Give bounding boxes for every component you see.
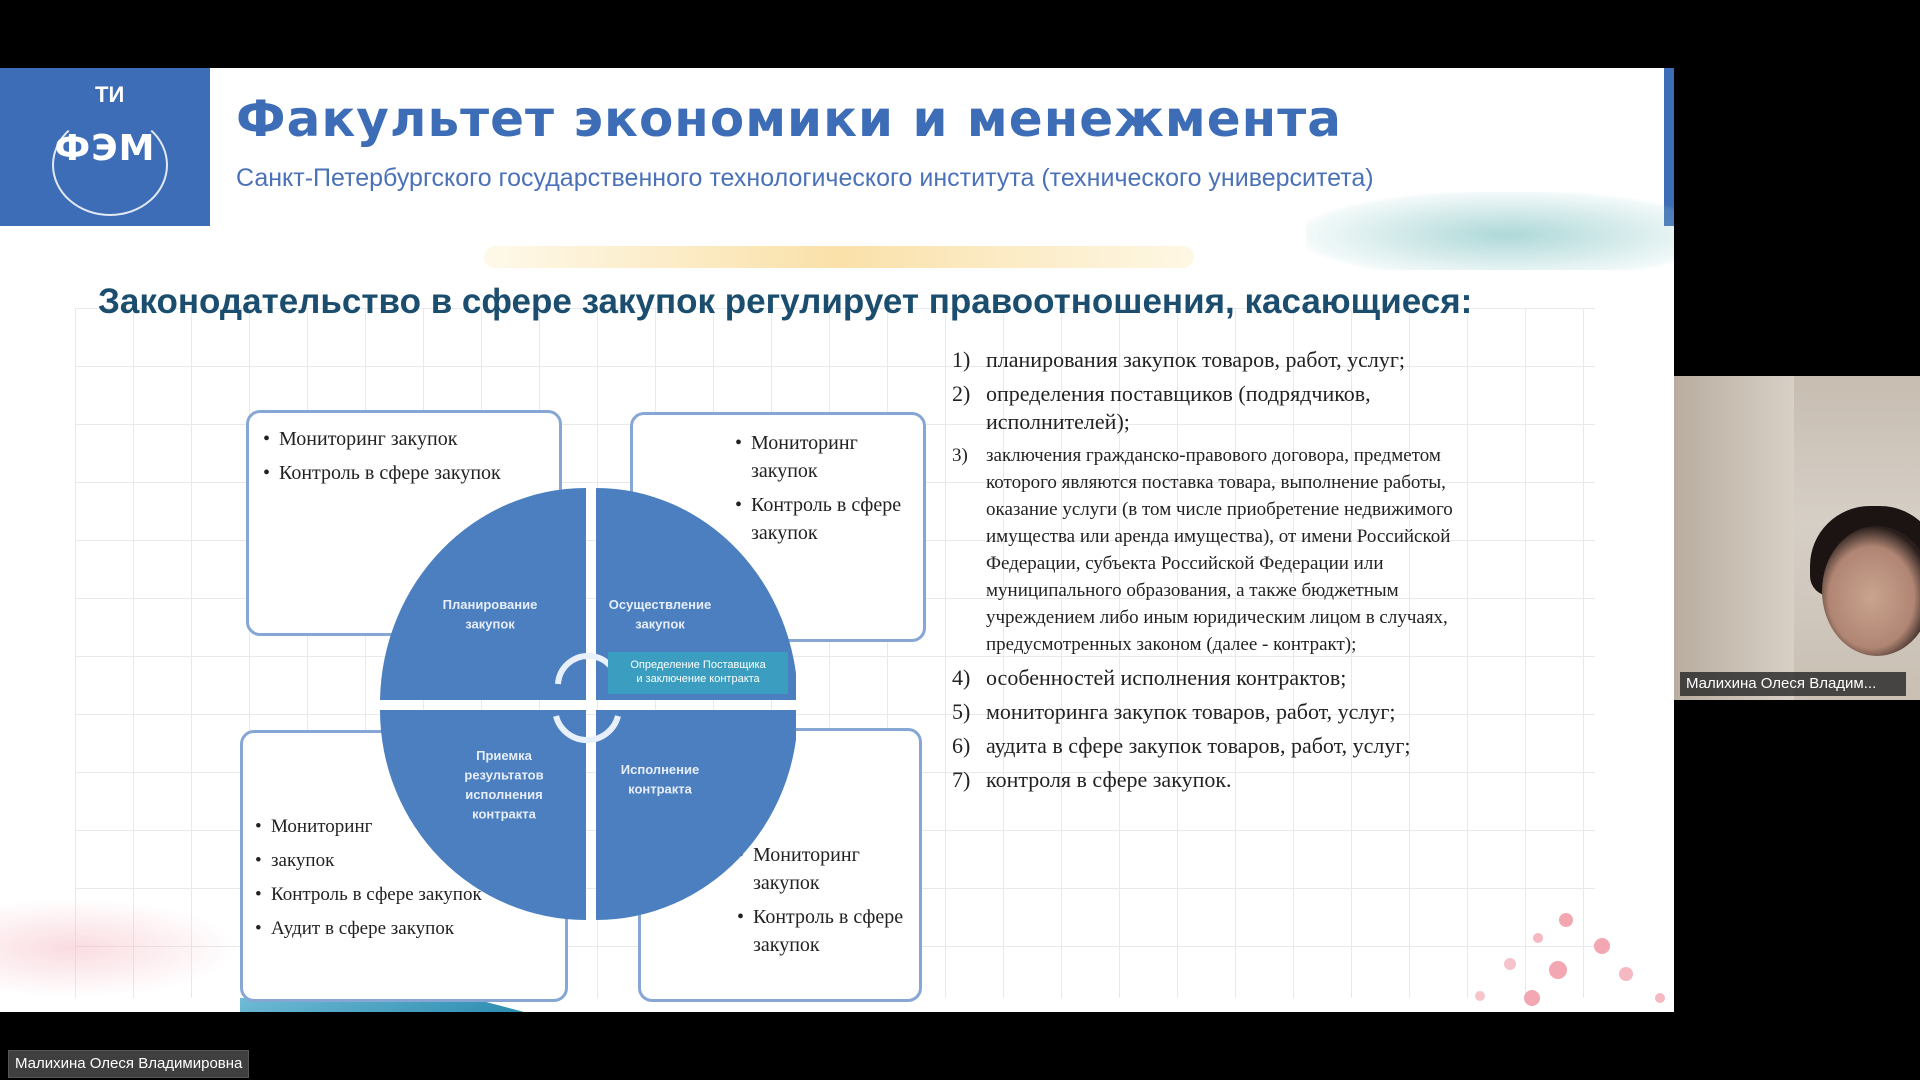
inner-label-line-2: и заключение контракта — [636, 673, 760, 685]
law-item-text: контроля в сфере закупок. — [986, 767, 1232, 792]
yellow-brush-decoration — [484, 246, 1194, 268]
law-item-number: 3) — [952, 445, 968, 466]
law-list-item: 2) определения поставщиков (подрядчиков, … — [952, 380, 1467, 436]
logo-ring-icon — [52, 114, 168, 216]
segment-label-line: закупок — [635, 617, 685, 632]
law-item-number: 2) — [952, 381, 971, 406]
bullet-item: Мониторинг — [253, 813, 565, 841]
segment-label-bottom-right: Исполнение контракта — [621, 762, 699, 797]
cycle-circle: Планирование закупок Осуществление закупок… — [380, 488, 796, 920]
participant-face — [1822, 526, 1920, 656]
segment-top-left — [380, 488, 586, 700]
bullet-item: закупок — [253, 847, 565, 875]
segment-label-line: Приемка — [476, 748, 532, 763]
law-item-text: планирования закупок товаров, работ, усл… — [986, 347, 1405, 372]
segment-label-line: результатов — [464, 768, 543, 783]
law-list-item: 1) планирования закупок товаров, работ, у… — [952, 346, 1467, 374]
cycle-arrow-bottom-icon — [553, 715, 621, 744]
law-list-item: 7) контроля в сфере закупок. — [952, 766, 1467, 794]
legislation-list: 1) планирования закупок товаров, работ, у… — [952, 346, 1467, 800]
header-accent-bar — [1664, 68, 1674, 226]
law-item-number: 4) — [952, 665, 971, 690]
supplier-selection-label: Определение Поставщика и заключение конт… — [608, 652, 788, 694]
segment-label-line: Осуществление — [609, 597, 711, 612]
law-list-item: 4) особенностей исполнения контрактов; — [952, 664, 1467, 692]
faculty-subtitle: Санкт-Петербургского государственного те… — [236, 164, 1374, 192]
segment-bottom-left — [380, 710, 586, 920]
law-list-item: 5) мониторинга закупок товаров, работ, ус… — [952, 698, 1467, 726]
segment-label-line: исполнения — [465, 787, 542, 802]
law-item-number: 7) — [952, 767, 971, 792]
segment-label-top-right: Осуществление закупок — [609, 597, 711, 632]
segment-label-line: Планирование — [443, 597, 538, 612]
law-item-text: аудита в сфере закупок товаров, работ, у… — [986, 733, 1411, 758]
presenter-name-label: Малихина Олеся Владимировна — [8, 1050, 250, 1078]
participant-name-label: Малихина Олеся Владим... — [1680, 672, 1906, 696]
bullet-item: Мониторинг закупок — [733, 429, 923, 485]
logo-text: ФЭМ — [54, 128, 156, 169]
inner-label-line-1: Определение Поставщика — [630, 659, 766, 671]
law-item-number: 5) — [952, 699, 971, 724]
slide-heading: Законодательство в сфере закупок регулир… — [98, 282, 1473, 321]
segment-top-right — [596, 488, 796, 700]
law-item-number: 6) — [952, 733, 971, 758]
law-item-text: заключения гражданско-правового договора… — [986, 445, 1453, 655]
bullet-item: Контроль в сфере закупок — [735, 903, 919, 959]
faculty-title: Факультет экономики и менежмента — [236, 90, 1342, 148]
segment-label-line: закупок — [465, 617, 515, 632]
law-list-item: 6) аудита в сфере закупок товаров, работ,… — [952, 732, 1467, 760]
law-item-text: мониторинга закупок товаров, работ, услу… — [986, 699, 1396, 724]
teal-brush-decoration — [1306, 192, 1674, 270]
pink-brush-decoration — [0, 898, 240, 998]
law-item-text: особенностей исполнения контрактов; — [986, 665, 1347, 690]
segment-label-line: Исполнение — [621, 762, 699, 777]
law-item-number: 1) — [952, 347, 971, 372]
segment-label-line: контракта — [472, 807, 537, 822]
segment-label-bottom-left: Приемка результатов исполнения контракта — [464, 748, 543, 822]
presentation-slide: ТИ ФЭМ Факультет экономики и менежмента … — [0, 68, 1674, 1012]
segment-label-line: контракта — [628, 782, 693, 797]
bullet-item: Контроль в сфере закупок — [733, 491, 923, 547]
bullet-item: Мониторинг закупок — [261, 425, 559, 453]
video-background — [1674, 376, 1794, 700]
pink-dots-decoration — [1475, 913, 1665, 1006]
segment-label-top-left: Планирование закупок — [443, 597, 538, 632]
segment-bottom-right — [596, 710, 796, 920]
logo-symbol: ТИ — [95, 82, 125, 107]
bullet-item: Контроль в сфере закупок — [253, 881, 565, 909]
participant-video-tile[interactable]: Малихина Олеся Владим... — [1674, 376, 1920, 700]
law-item-text: определения поставщиков (подрядчиков, ис… — [986, 381, 1371, 434]
bullet-item: Контроль в сфере закупок — [261, 459, 559, 487]
law-list-item: 3) заключения гражданско-правового догово… — [952, 442, 1467, 658]
procurement-cycle-diagram: Мониторинг закупокКонтроль в сфере закуп… — [240, 340, 930, 1012]
faculty-logo: ТИ ФЭМ — [0, 68, 210, 226]
bullet-item: Аудит в сфере закупок — [253, 915, 565, 943]
